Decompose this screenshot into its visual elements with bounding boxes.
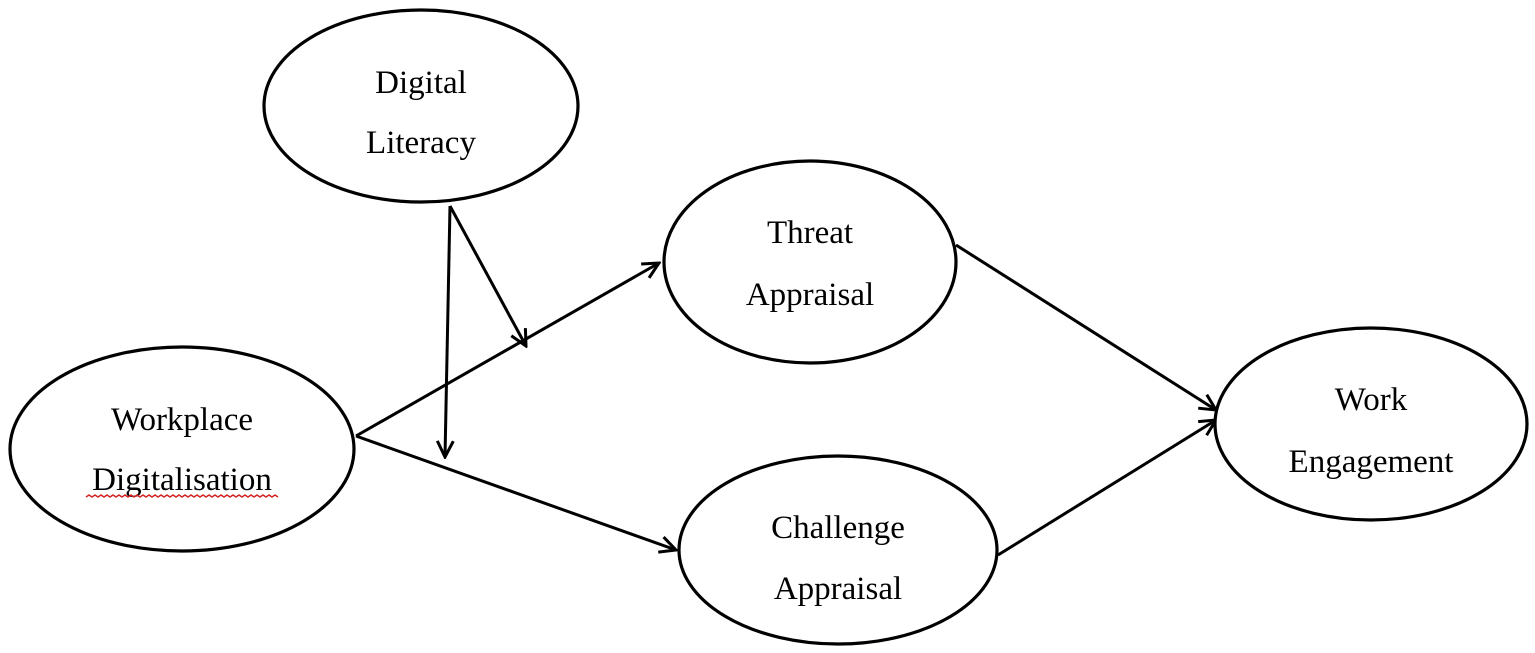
node-work-engagement: Work Engagement <box>1213 326 1529 522</box>
moderation-edge-literacy-to-challenge-path <box>445 205 450 457</box>
edge-threat-to-engagement <box>955 243 1216 410</box>
node-digital-literacy: Digital Literacy <box>262 8 580 204</box>
edge-workplace-to-threat <box>355 263 659 438</box>
workplace-digitalisation-ellipse <box>8 345 356 553</box>
spellcheck-underline <box>85 494 279 498</box>
node-challenge-appraisal: Challenge Appraisal <box>677 454 999 646</box>
digital-literacy-label-line-2: Literacy <box>366 125 476 161</box>
node-threat-appraisal: Threat Appraisal <box>662 159 958 365</box>
challenge-appraisal-ellipse <box>677 454 999 646</box>
threat-appraisal-label-line-2: Appraisal <box>746 277 874 313</box>
digital-literacy-label-line-1: Digital <box>375 65 467 101</box>
work-engagement-label-line-2: Engagement <box>1289 444 1454 480</box>
workplace-digitalisation-label-line-2: Digitalisation <box>92 462 272 498</box>
work-engagement-ellipse <box>1213 326 1529 522</box>
threat-appraisal-ellipse <box>662 159 958 365</box>
node-workplace-digitalisation: Workplace Digitalisation <box>8 345 356 553</box>
edge-workplace-to-challenge <box>355 434 676 550</box>
digital-literacy-ellipse <box>262 8 580 204</box>
challenge-appraisal-label-line-2: Appraisal <box>774 571 902 607</box>
workplace-digitalisation-label-line-1: Workplace <box>111 402 253 438</box>
edges <box>355 205 1216 557</box>
work-engagement-label-line-1: Work <box>1335 382 1408 418</box>
moderation-edge-literacy-to-threat-path <box>448 205 526 346</box>
edge-challenge-to-engagement <box>997 420 1216 557</box>
challenge-appraisal-label-line-1: Challenge <box>771 510 905 546</box>
threat-appraisal-label-line-1: Threat <box>767 215 853 251</box>
